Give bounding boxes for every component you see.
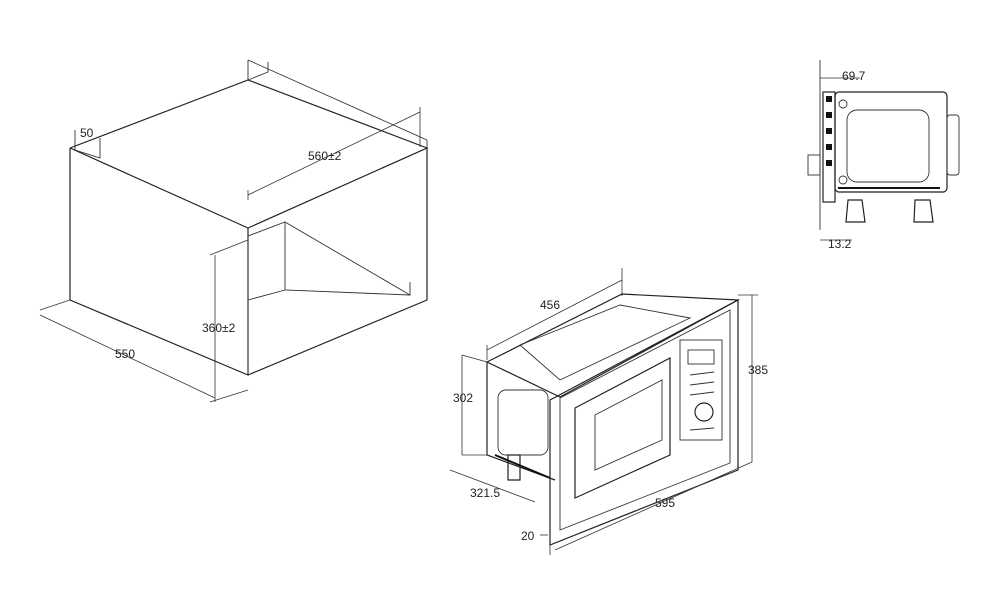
cabinet-drawing xyxy=(39,59,429,403)
oven-drawing xyxy=(449,268,758,555)
oven-width-label: 456 xyxy=(540,298,560,312)
cabinet-depth-label: 550 xyxy=(115,347,135,361)
cabinet-top-thickness-label: 50 xyxy=(80,126,94,140)
cabinet-right-face xyxy=(247,148,428,376)
cabinet-top-front-edge xyxy=(69,147,249,229)
oven-door xyxy=(574,357,671,499)
cabinet-top-back-edge xyxy=(247,60,269,81)
cabinet-front-face xyxy=(69,148,249,376)
oven-control-panel xyxy=(679,339,723,441)
side-body xyxy=(834,91,948,193)
frame-thickness-label: 20 xyxy=(521,529,535,543)
side-depth-label: 69.7 xyxy=(842,69,866,83)
side-inner-cavity xyxy=(846,109,930,183)
oven-front-frame xyxy=(549,299,739,546)
cabinet-height-label: 360±2 xyxy=(202,321,236,335)
side-view-drawing xyxy=(807,60,960,241)
oven-body-side xyxy=(486,362,556,481)
oven-depth-label: 321.5 xyxy=(470,486,500,500)
cabinet-width-label: 560±2 xyxy=(308,149,342,163)
cabinet-top-face xyxy=(69,79,429,229)
oven-dial xyxy=(694,402,714,422)
frame-height-label: 385 xyxy=(748,363,768,377)
oven-height-label: 302 xyxy=(453,391,473,405)
side-offset-label: 13.2 xyxy=(828,237,852,251)
oven-display xyxy=(687,349,715,365)
frame-width-label: 595 xyxy=(655,496,675,510)
oven-body-top xyxy=(485,293,741,398)
